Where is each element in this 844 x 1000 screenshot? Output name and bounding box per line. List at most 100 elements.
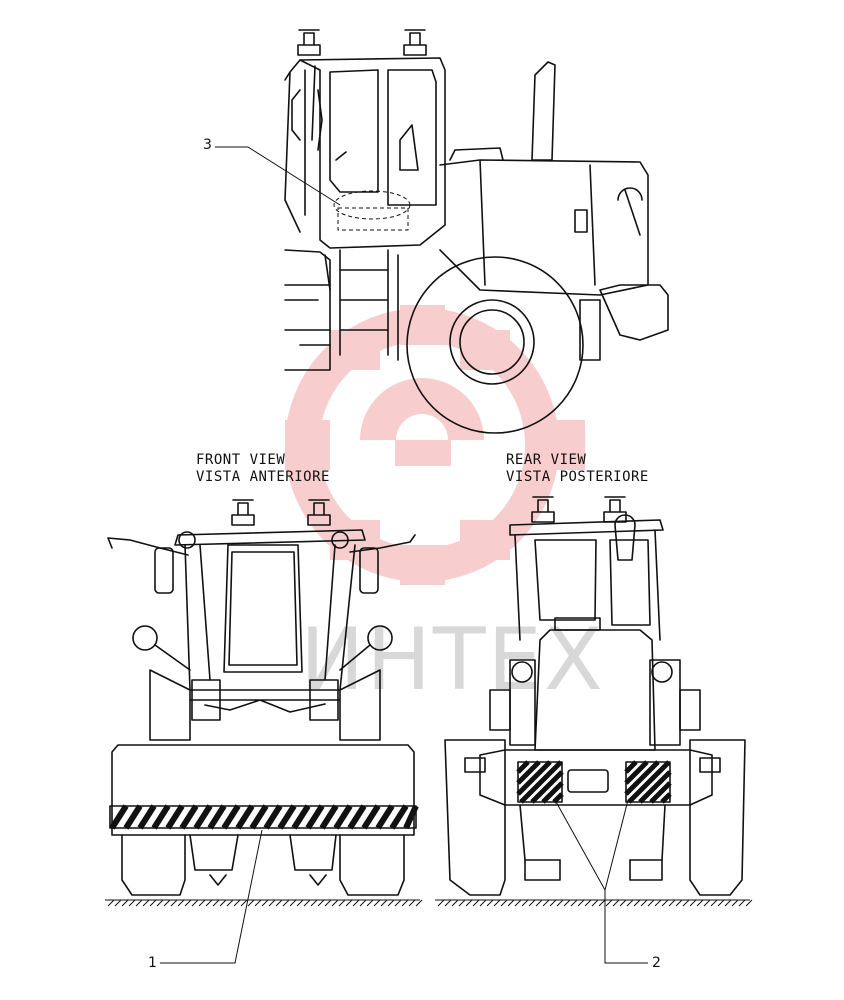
ground-hatch: [682, 899, 690, 907]
ground-hatch: [675, 899, 683, 907]
ground-hatch: [135, 899, 143, 907]
front-stripe: [291, 804, 311, 830]
ground-hatch: [514, 899, 522, 907]
ground-hatch: [380, 899, 388, 907]
ground-hatch: [387, 899, 395, 907]
ground-hatch: [331, 899, 339, 907]
ground-hatch: [170, 899, 178, 907]
ground-hatch: [717, 899, 725, 907]
callout-3: 3: [203, 137, 212, 153]
ground-hatch: [745, 899, 753, 907]
ground-hatch: [703, 899, 711, 907]
ground-hatch: [605, 899, 613, 907]
ground-hatch: [549, 899, 557, 907]
rear-stripe: [624, 760, 660, 796]
ground-hatch: [296, 899, 304, 907]
ground-hatch: [486, 899, 494, 907]
ground-hatch: [226, 899, 234, 907]
rear-stripe: [649, 781, 672, 804]
rear-stripe: [627, 760, 671, 804]
ground-hatch: [177, 899, 185, 907]
ground-hatch: [598, 899, 606, 907]
ground-hatch: [570, 899, 578, 907]
ground-hatch: [472, 899, 480, 907]
ground-hatch: [128, 899, 136, 907]
ground-hatch: [338, 899, 346, 907]
ground-hatch: [654, 899, 662, 907]
front-stripe: [109, 804, 129, 830]
callout-2: 2: [652, 955, 661, 971]
ground-hatch: [359, 899, 367, 907]
ground-hatch: [647, 899, 655, 907]
front-view-title-italian: VISTA ANTERIORE: [196, 469, 330, 485]
ground-hatch: [619, 899, 627, 907]
side-view: [215, 29, 669, 434]
ground-hatch: [500, 899, 508, 907]
rear-stripe: [516, 760, 552, 796]
ground-hatch: [163, 899, 171, 907]
front-stripe: [333, 804, 353, 830]
rear-stripe: [516, 760, 530, 774]
front-stripe: [137, 804, 157, 830]
ground-hatch: [738, 899, 746, 907]
rear-stripe: [624, 760, 649, 785]
ground-hatch: [275, 899, 283, 907]
ground-hatch: [310, 899, 318, 907]
ground-hatch: [149, 899, 157, 907]
ground-hatch: [458, 899, 466, 907]
ground-hatch: [528, 899, 536, 907]
front-stripe: [403, 804, 419, 830]
ground-hatch: [451, 899, 459, 907]
ground-hatch: [731, 899, 739, 907]
rear-view: [435, 496, 753, 964]
ground-hatch: [710, 899, 718, 907]
front-stripe: [151, 804, 171, 830]
ground-hatch: [415, 899, 423, 907]
ground-hatch: [668, 899, 676, 907]
ground-hatch: [640, 899, 648, 907]
ground-hatch: [724, 899, 732, 907]
rear-stripe: [530, 770, 564, 804]
rear-stripe: [519, 760, 563, 804]
ground-hatch: [521, 899, 529, 907]
front-stripe: [193, 804, 213, 830]
ground-hatch: [121, 899, 129, 907]
front-stripe: [319, 804, 339, 830]
ground-hatch: [542, 899, 550, 907]
front-stripe: [263, 804, 283, 830]
ground-hatch: [324, 899, 332, 907]
front-stripe: [221, 804, 241, 830]
ground-hatch: [696, 899, 704, 907]
ground-hatch: [556, 899, 564, 907]
ground-hatch: [401, 899, 409, 907]
ground-hatch: [352, 899, 360, 907]
front-stripe: [389, 804, 409, 830]
front-stripe: [277, 804, 297, 830]
front-stripe: [235, 804, 255, 830]
front-stripe: [347, 804, 367, 830]
front-stripe: [123, 804, 143, 830]
ground-hatch: [394, 899, 402, 907]
ground-hatch: [205, 899, 213, 907]
rear-view-title: REAR VIEW: [506, 452, 587, 468]
ground-hatch: [437, 899, 445, 907]
ground-hatch: [626, 899, 634, 907]
ground-hatch: [142, 899, 150, 907]
ground-hatch: [254, 899, 262, 907]
ground-hatch: [212, 899, 220, 907]
ground-hatch: [240, 899, 248, 907]
rear-stripe: [638, 770, 672, 804]
rear-view-title-italian: VISTA POSTERIORE: [506, 469, 649, 485]
front-stripe: [375, 804, 395, 830]
rear-stripe: [624, 760, 638, 774]
ground-hatch: [373, 899, 381, 907]
front-stripe: [179, 804, 199, 830]
ground-hatch: [184, 899, 192, 907]
ground-hatch: [289, 899, 297, 907]
ground-hatch: [107, 899, 115, 907]
front-stripe: [249, 804, 269, 830]
ground-hatch: [345, 899, 353, 907]
rear-stripe: [516, 760, 541, 785]
